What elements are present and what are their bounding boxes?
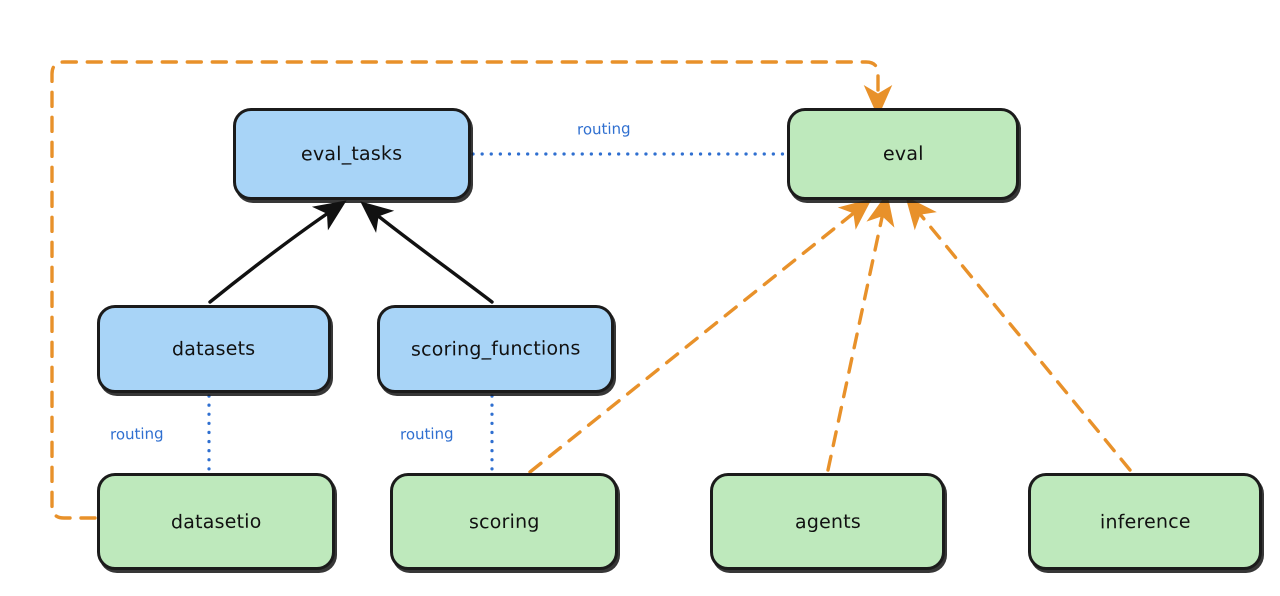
node-label: eval_tasks <box>301 142 403 166</box>
node-scoring[interactable]: scoring <box>390 473 618 570</box>
edge-scoring-functions-to-eval-tasks <box>360 201 494 304</box>
edge-inference-to-eval <box>905 196 1132 472</box>
node-scoring-functions[interactable]: scoring_functions <box>377 305 614 393</box>
node-agents[interactable]: agents <box>710 473 945 570</box>
node-label: datasets <box>172 337 256 361</box>
node-label: scoring <box>468 510 540 533</box>
node-label: eval <box>882 142 924 166</box>
edge-label-routing-scoring: routing <box>399 424 454 444</box>
node-eval-tasks[interactable]: eval_tasks <box>233 108 471 200</box>
node-datasets[interactable]: datasets <box>97 305 331 393</box>
node-datasetio[interactable]: datasetio <box>97 473 335 570</box>
node-eval[interactable]: eval <box>787 108 1019 200</box>
node-label: agents <box>794 510 861 533</box>
node-inference[interactable]: inference <box>1028 473 1262 570</box>
edge-label-routing-eval: routing <box>576 119 631 139</box>
edge-agents-to-eval <box>826 193 895 472</box>
node-label: scoring_functions <box>410 337 581 361</box>
node-label: inference <box>1099 510 1191 533</box>
edge-datasets-to-eval-tasks <box>208 200 347 304</box>
node-label: datasetio <box>170 510 262 533</box>
edge-label-routing-datasetio: routing <box>109 424 164 444</box>
